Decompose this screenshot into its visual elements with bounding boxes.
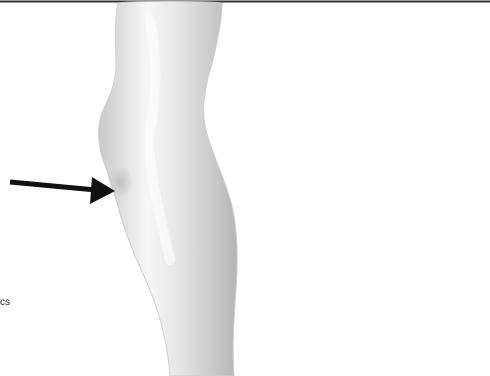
cropped-caption-fragment: cs (0, 297, 10, 309)
left-arrow (10, 177, 115, 204)
left-leg-illustration (99, 2, 238, 376)
knee-swelling-shadow (107, 166, 133, 198)
left-arrow-shaft (10, 182, 96, 190)
